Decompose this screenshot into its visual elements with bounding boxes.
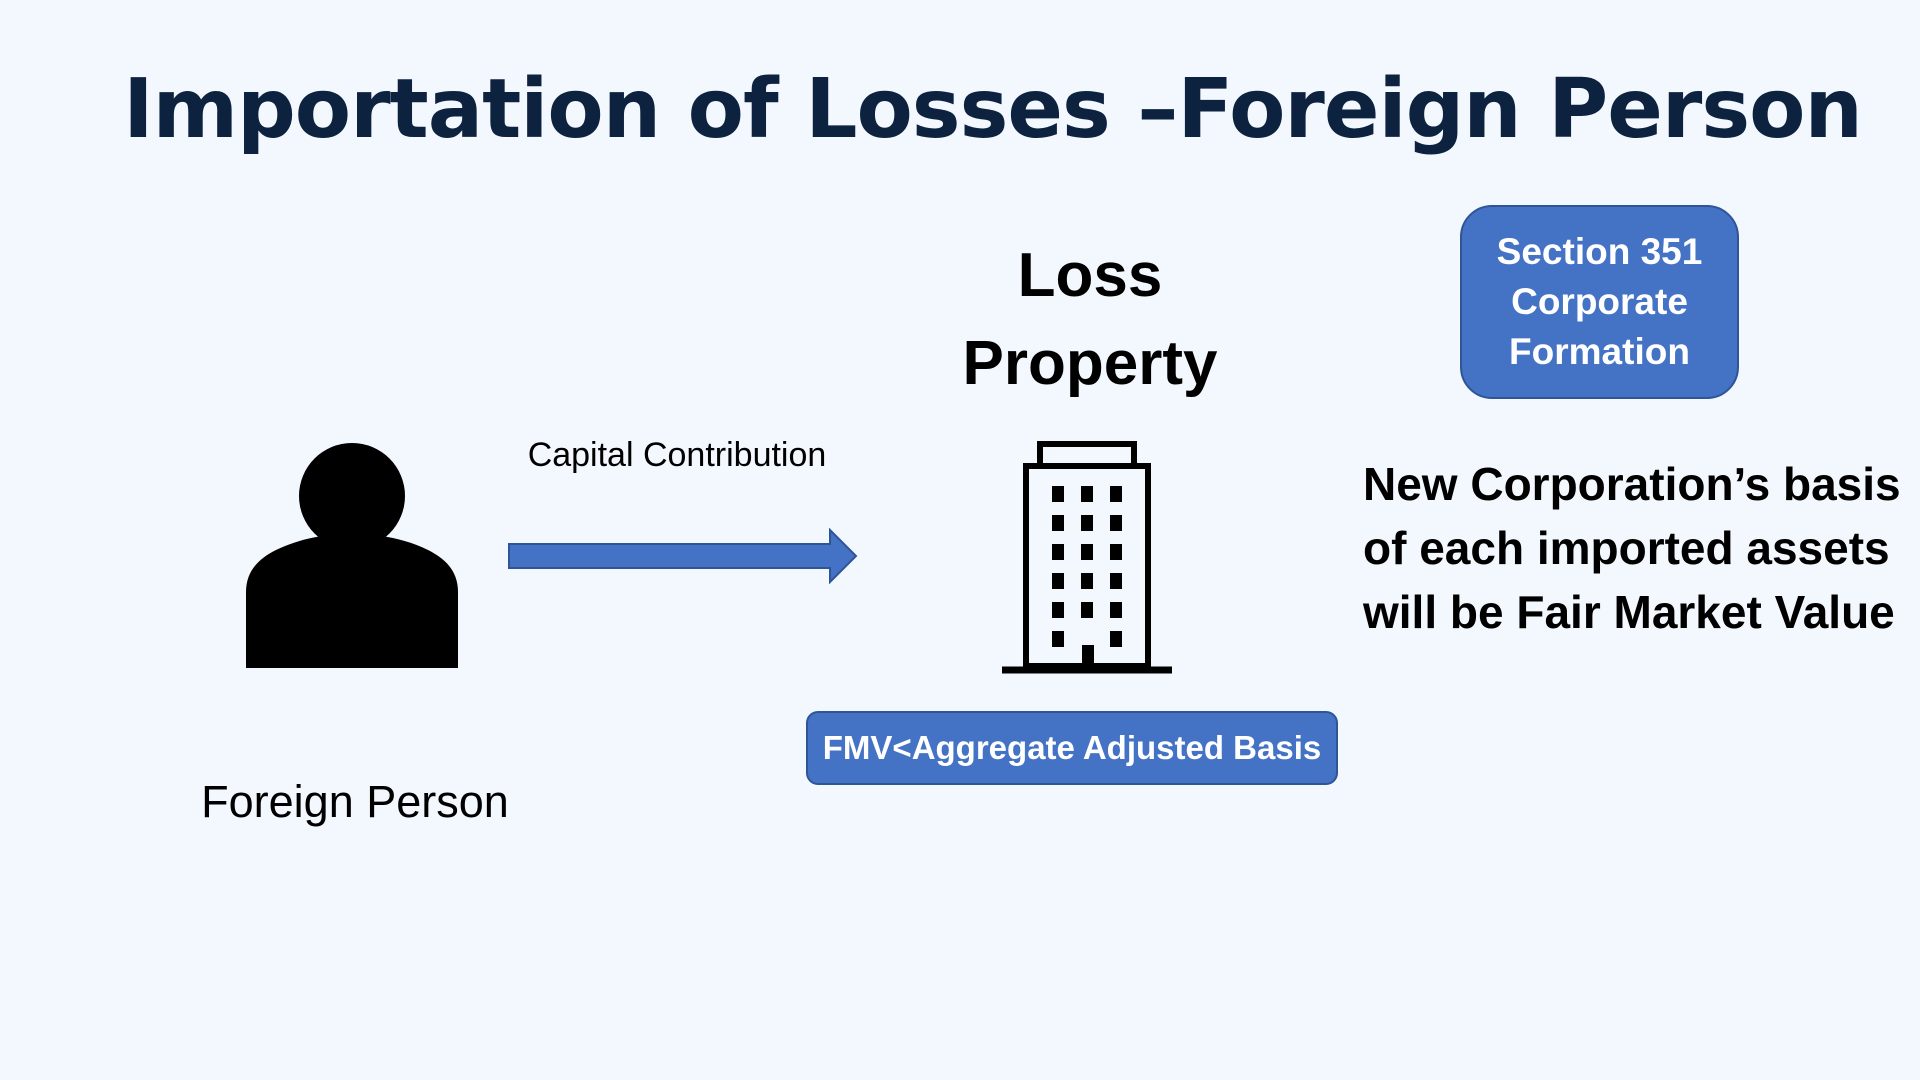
loss-property-title: Loss Property (962, 241, 1218, 398)
section-351-label: Section 351 Corporate Formation (1496, 231, 1703, 372)
section-351-box: Section 351 Corporate Formation (1460, 205, 1739, 399)
slide-title: Importation of Losses –Foreign Person (123, 62, 1863, 157)
person-icon (246, 443, 458, 668)
right-arrow-icon (508, 528, 858, 584)
capital-contribution-label: Capital Contribution (527, 436, 827, 474)
fmv-condition-box: FMV<Aggregate Adjusted Basis (806, 711, 1338, 785)
office-building-icon (1002, 441, 1172, 674)
foreign-person-label: Foreign Person (201, 776, 509, 827)
basis-note: New Corporation’s basis of each imported… (1363, 458, 1901, 638)
